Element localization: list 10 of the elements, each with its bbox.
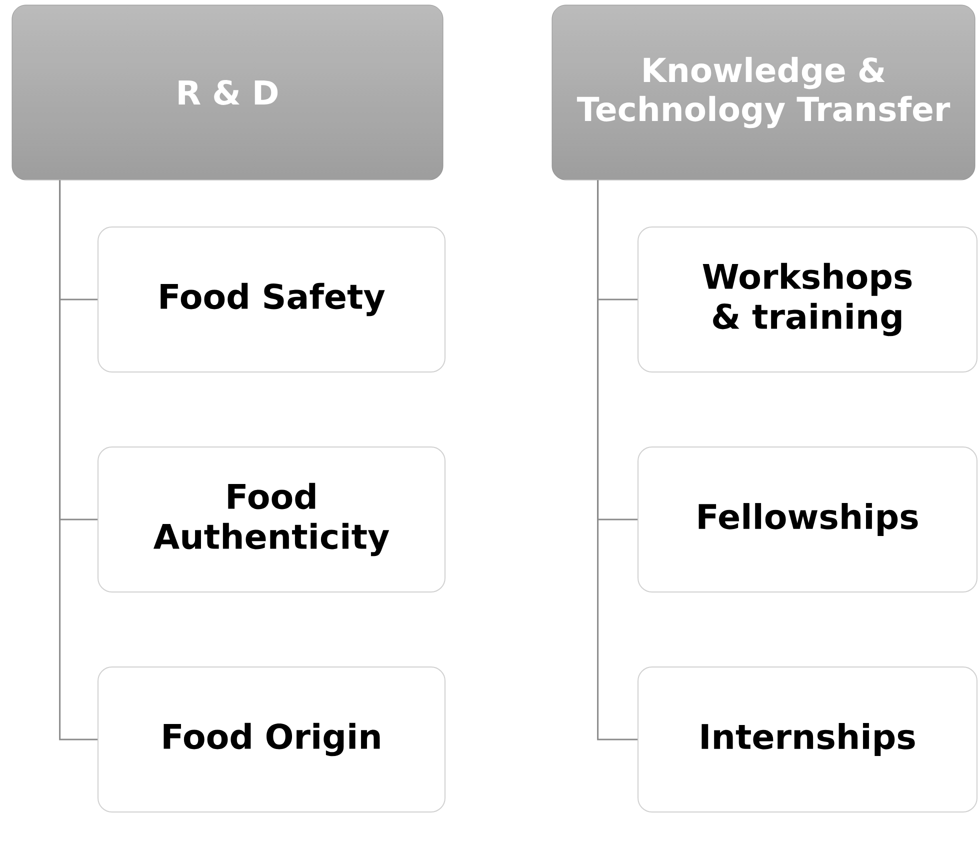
topic-box: Fellowships [638, 446, 978, 592]
topic-box: Internships [638, 666, 978, 812]
topic-box: Food Safety [98, 226, 446, 372]
connector-line [59, 180, 98, 740]
header-box: R & D [12, 4, 444, 180]
topic-box: Workshops & training [638, 226, 978, 372]
header-box: Knowledge & Technology Transfer [552, 4, 976, 180]
topic-box: Food Authenticity [98, 446, 446, 592]
topic-box: Food Origin [98, 666, 446, 812]
connector-line [597, 180, 638, 740]
